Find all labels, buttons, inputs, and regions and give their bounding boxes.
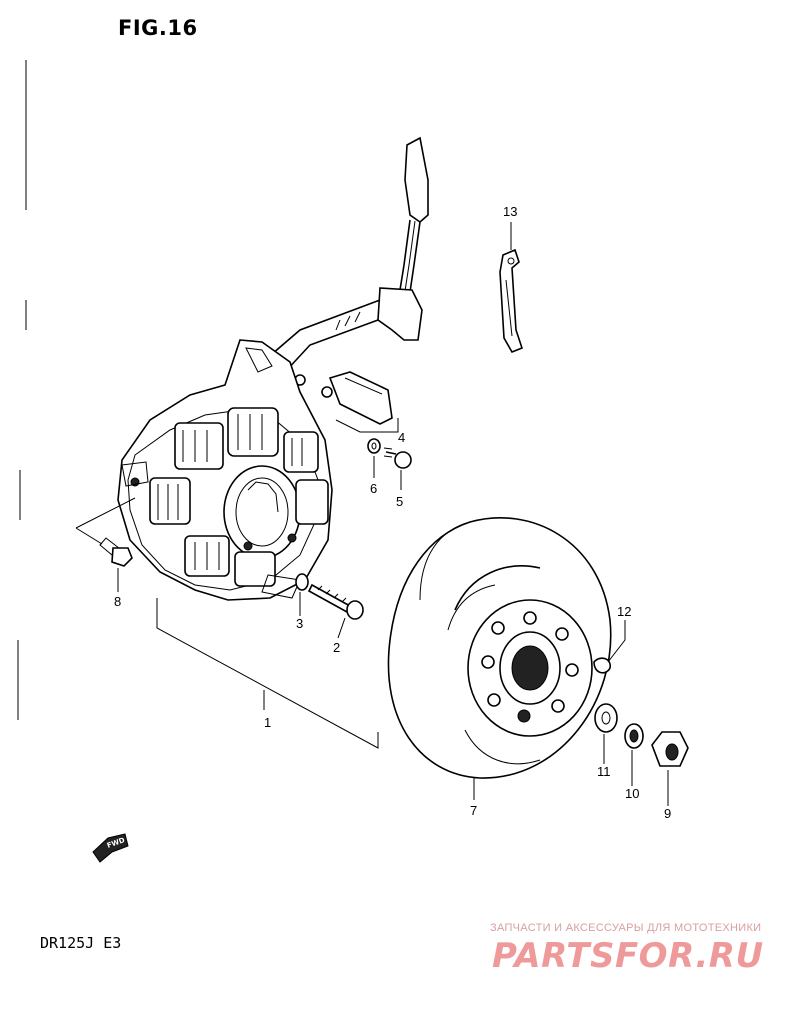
nut-9 — [651, 731, 689, 767]
figure-title: FIG.16 — [118, 16, 198, 40]
flywheel-rotor — [387, 517, 612, 779]
callout-10: 10 — [625, 786, 639, 801]
screw-2 — [307, 583, 364, 620]
leader-lines — [75, 222, 669, 806]
callout-8: 8 — [114, 594, 121, 609]
washer-3 — [295, 573, 309, 591]
bolt-8 — [99, 537, 133, 567]
page-edge-marks — [17, 60, 27, 720]
stator-assembly — [117, 339, 333, 601]
callout-2: 2 — [333, 640, 340, 655]
model-code: DR125J E3 — [40, 934, 122, 952]
clip-bracket-part — [499, 248, 523, 354]
callout-1: 1 — [264, 715, 271, 730]
connector-part — [294, 371, 393, 425]
washer-11 — [594, 703, 618, 733]
callout-3: 3 — [296, 616, 303, 631]
callout-4: 4 — [398, 430, 405, 445]
wire-harness — [264, 136, 429, 373]
callout-labels: 1 2 3 4 5 6 7 8 9 10 11 12 13 — [114, 204, 671, 821]
callout-7: 7 — [470, 803, 477, 818]
callout-12: 12 — [617, 604, 631, 619]
callout-9: 9 — [664, 806, 671, 821]
key-12 — [593, 657, 611, 674]
washer-10 — [624, 723, 644, 749]
callout-5: 5 — [396, 494, 403, 509]
watermark-logo: PARTSFOR.RU — [492, 936, 764, 976]
washer-6 — [367, 438, 381, 454]
watermark-tagline: ЗАПЧАСТИ И АКСЕССУАРЫ ДЛЯ МОТОТЕХНИКИ — [490, 922, 762, 934]
screw-5 — [383, 447, 412, 469]
fwd-arrow-icon: FWD — [92, 833, 129, 863]
callout-11: 11 — [597, 764, 611, 779]
callout-6: 6 — [370, 481, 377, 496]
callout-13: 13 — [503, 204, 517, 219]
